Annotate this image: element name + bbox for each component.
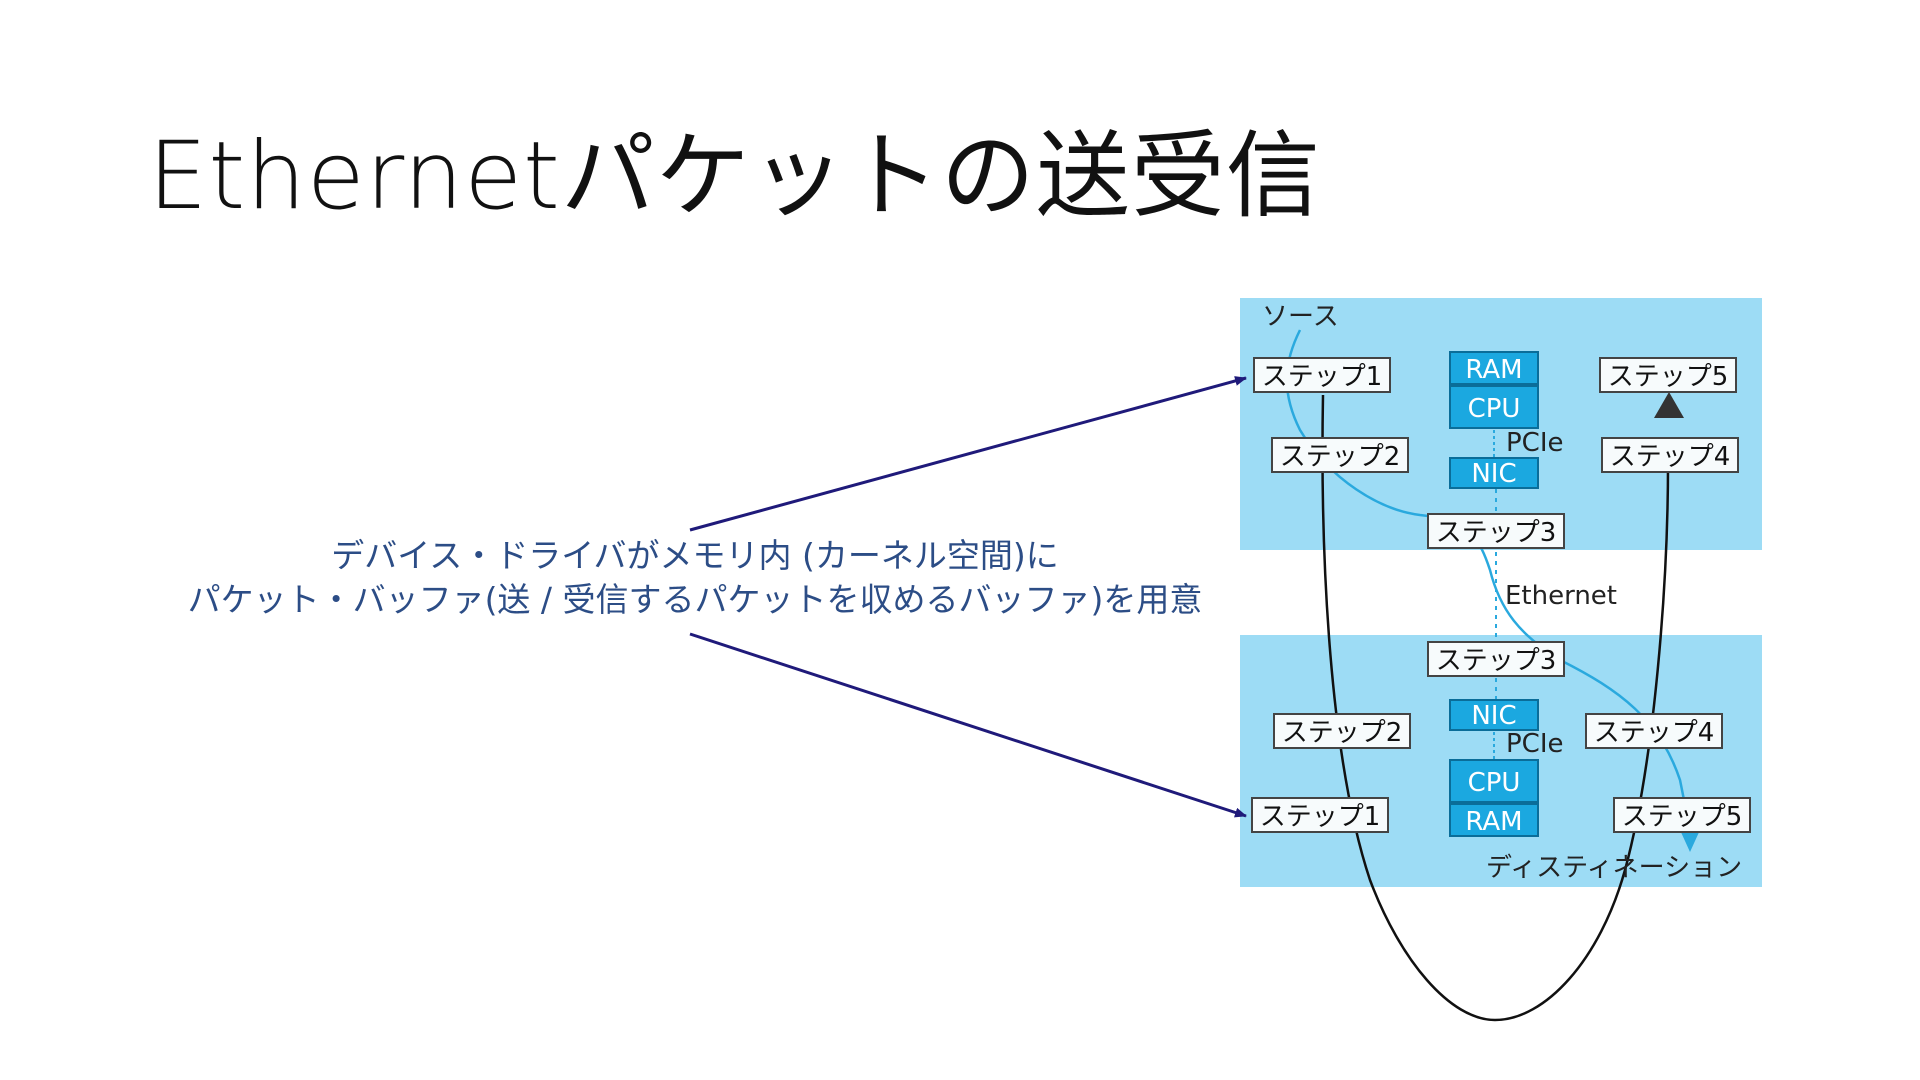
page-title: Ethernetパケットの送受信 <box>148 122 1321 231</box>
pointer-arrow-lower <box>689 632 1247 818</box>
source-step1-label: ステップ1 <box>1262 362 1383 392</box>
source-step5-box: ステップ5 <box>1599 357 1737 393</box>
pcie-label-destination: PCIe <box>1506 729 1564 759</box>
source-step1-box: ステップ1 <box>1253 357 1391 393</box>
source-step4-box: ステップ4 <box>1601 437 1739 473</box>
destination-cpu-box: CPU <box>1449 759 1539 803</box>
caption-line-1: デバイス・ドライバがメモリ内 (カーネル空間)に <box>331 536 1059 575</box>
source-label: ソース <box>1262 302 1339 332</box>
destination-nic-label: NIC <box>1471 701 1516 731</box>
source-step4-label: ステップ4 <box>1610 442 1731 472</box>
destination-step1-label: ステップ1 <box>1260 802 1381 832</box>
source-cpu-box: CPU <box>1449 385 1539 429</box>
destination-step2-box: ステップ2 <box>1273 713 1411 749</box>
pcie-label-source: PCIe <box>1506 428 1564 458</box>
ethernet-label: Ethernet <box>1505 581 1617 611</box>
source-step3-box: ステップ3 <box>1427 513 1565 549</box>
source-nic-box: NIC <box>1449 457 1539 489</box>
destination-step3-box: ステップ3 <box>1427 641 1565 677</box>
source-nic-label: NIC <box>1471 459 1516 489</box>
flow-arrowhead <box>1680 830 1700 852</box>
destination-ram-label: RAM <box>1465 807 1522 837</box>
destination-step5-box: ステップ5 <box>1613 797 1751 833</box>
destination-cpu-label: CPU <box>1468 768 1521 798</box>
destination-step1-box: ステップ1 <box>1251 797 1389 833</box>
destination-step4-box: ステップ4 <box>1585 713 1723 749</box>
destination-step4-label: ステップ4 <box>1594 718 1715 748</box>
caption: デバイス・ドライバがメモリ内 (カーネル空間)に パケット・バッファ(送 / 受… <box>130 534 1260 622</box>
source-step2-label: ステップ2 <box>1280 442 1401 472</box>
source-ram-box: RAM <box>1449 351 1539 385</box>
destination-nic-box: NIC <box>1449 699 1539 731</box>
pointer-arrow-upper <box>689 376 1247 532</box>
step5-arrowhead <box>1654 392 1684 418</box>
source-step3-label: ステップ3 <box>1436 518 1557 548</box>
destination-step5-label: ステップ5 <box>1622 802 1743 832</box>
destination-step2-label: ステップ2 <box>1282 718 1403 748</box>
source-step5-label: ステップ5 <box>1608 362 1729 392</box>
source-cpu-label: CPU <box>1468 394 1521 424</box>
destination-label: ディスティネーション <box>1486 853 1742 883</box>
source-ram-label: RAM <box>1465 355 1522 385</box>
caption-line-2: パケット・バッファ(送 / 受信するパケットを収めるバッファ)を用意 <box>187 580 1203 619</box>
source-step2-box: ステップ2 <box>1271 437 1409 473</box>
destination-ram-box: RAM <box>1449 803 1539 837</box>
destination-step3-label: ステップ3 <box>1436 646 1557 676</box>
